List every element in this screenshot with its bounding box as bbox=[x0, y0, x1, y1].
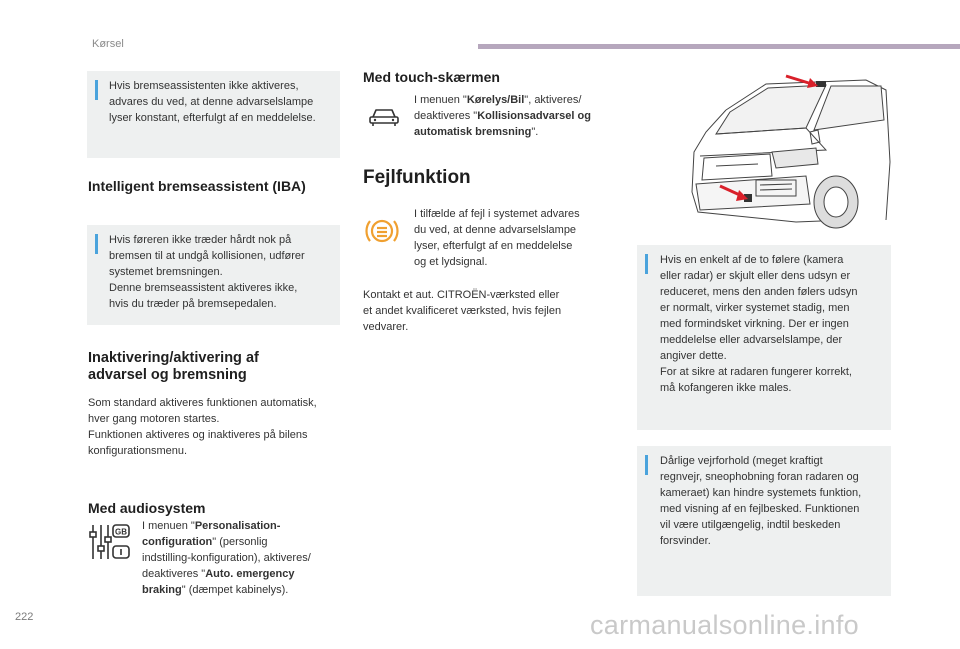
info-note: Hvis føreren ikke træder hårdt nok på br… bbox=[87, 225, 340, 325]
fejl-heading: Fejlfunktion bbox=[363, 167, 471, 188]
header-accent-bar bbox=[478, 44, 960, 49]
touch-heading: Med touch-skærmen bbox=[363, 69, 500, 85]
section-title: Kørsel bbox=[92, 38, 124, 50]
car-icon bbox=[367, 106, 401, 128]
info-note-text: Hvis bremseassistenten ikke aktiveres, a… bbox=[109, 80, 316, 124]
fejl-icon-text: I tilfælde af fejl i systemet advares du… bbox=[414, 208, 580, 268]
touch-text: I menuen "Kørelys/Bil", aktiveres/ deakt… bbox=[414, 94, 591, 138]
gb-icon-label: GB bbox=[115, 528, 127, 537]
info-note-text: Hvis føreren ikke træder hårdt nok på br… bbox=[109, 234, 305, 310]
inaktivering-heading: Inaktivering/aktivering af advarsel og b… bbox=[88, 350, 259, 383]
info-note-text: Dårlige vejrforhold (meget kraftigt regn… bbox=[660, 455, 862, 547]
settings-sliders-icon: GB bbox=[88, 522, 132, 562]
info-note-text: Hvis en enkelt af de to følere (kamera e… bbox=[660, 254, 858, 394]
fejl-body: Kontakt et aut. CITROËN-værksted eller e… bbox=[363, 289, 562, 333]
info-note: Hvis bremseassistenten ikke aktiveres, a… bbox=[87, 71, 340, 158]
watermark: carmanualsonline.info bbox=[590, 610, 859, 640]
brake-warning-icon bbox=[364, 213, 400, 249]
info-note: Hvis en enkelt af de to følere (kamera e… bbox=[637, 245, 891, 430]
audio-text: I menuen "Personalisation- configuration… bbox=[142, 520, 311, 596]
page-number: 222 bbox=[15, 611, 34, 623]
info-note: Dårlige vejrforhold (meget kraftigt regn… bbox=[637, 446, 891, 596]
audio-heading: Med audiosystem bbox=[88, 500, 206, 516]
iba-heading: Intelligent bremseassistent (IBA) bbox=[88, 178, 306, 194]
inaktivering-body: Som standard aktiveres funktionen automa… bbox=[88, 397, 317, 457]
van-sensor-illustration bbox=[686, 72, 892, 232]
